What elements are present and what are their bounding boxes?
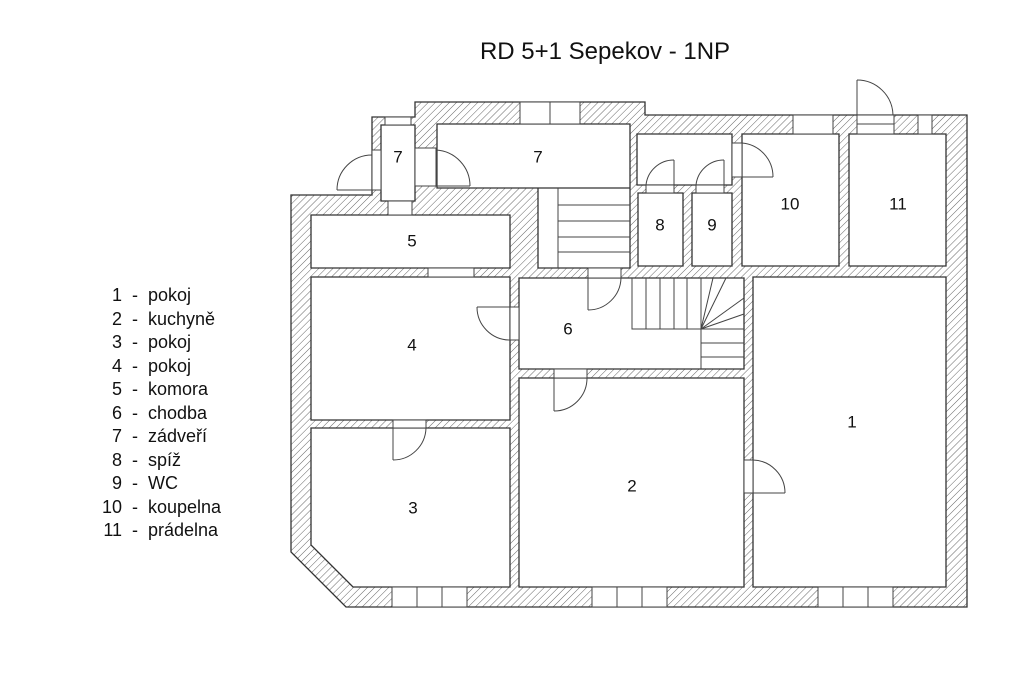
- room-label-5: 5: [407, 231, 416, 250]
- legend-number: 10: [101, 496, 122, 517]
- legend-number: 2: [111, 308, 122, 329]
- legend-number: 5: [111, 379, 122, 399]
- legend-name: pokoj: [148, 332, 192, 352]
- window: [591, 586, 668, 608]
- legend-separator: -: [132, 332, 138, 352]
- room-label-4: 4: [407, 335, 416, 354]
- legend-item: 8-spíž: [86, 449, 221, 473]
- legend-separator: -: [132, 308, 138, 329]
- legend-name: pokoj: [148, 355, 192, 376]
- legend-item: 9-WC: [86, 472, 221, 496]
- legend-name: zádveří: [148, 426, 208, 446]
- legend-item: 5-komora: [86, 378, 221, 402]
- room-label-6: 6: [563, 319, 572, 338]
- legend-name: kuchyně: [148, 308, 216, 329]
- room-label-3: 3: [408, 498, 417, 517]
- exterior-walls: [290, 101, 968, 608]
- legend-separator: -: [132, 402, 138, 423]
- door: [553, 368, 588, 412]
- door: [695, 159, 725, 194]
- legend-separator: -: [132, 449, 138, 470]
- legend-item: 11-prádelna: [86, 519, 221, 543]
- staircase-lower: [631, 277, 745, 369]
- door: [743, 459, 786, 494]
- room-label-9: 9: [707, 215, 716, 234]
- legend-name: komora: [148, 379, 209, 399]
- window: [792, 114, 834, 135]
- room-label-7a: 7: [393, 147, 402, 166]
- legend-name: chodba: [148, 402, 208, 423]
- legend-name: WC: [148, 473, 178, 493]
- legend-separator: -: [132, 426, 138, 446]
- opening: [387, 200, 413, 216]
- legend-separator: -: [132, 520, 138, 540]
- legend-item: 7-zádveří: [86, 425, 221, 449]
- legend-name: pokoj: [148, 285, 192, 305]
- room-label-1: 1: [847, 412, 856, 431]
- legend-name: koupelna: [148, 496, 222, 517]
- staircase-upper: [557, 188, 630, 268]
- window: [917, 114, 933, 135]
- legend-number: 9: [111, 473, 122, 493]
- window: [427, 267, 475, 278]
- doors: [336, 79, 895, 494]
- door: [414, 147, 471, 187]
- legend-item: 4-pokoj: [86, 355, 221, 379]
- legend-number: 8: [111, 449, 122, 470]
- legend-item: 1-pokoj: [86, 284, 221, 308]
- legend-separator: -: [132, 496, 138, 517]
- door: [476, 306, 520, 341]
- window: [391, 586, 468, 608]
- door: [731, 142, 774, 178]
- room-label-11: 11: [889, 194, 907, 213]
- door: [587, 267, 622, 311]
- legend-number: 4: [111, 355, 122, 376]
- room-label-8: 8: [655, 215, 664, 234]
- legend-item: 2-kuchyně: [86, 308, 221, 332]
- windows: [384, 101, 933, 608]
- window: [817, 586, 894, 608]
- legend-number: 3: [111, 332, 122, 352]
- window: [384, 116, 412, 126]
- room-label-7b: 7: [533, 147, 542, 166]
- legend-name: spíž: [148, 449, 182, 470]
- room-label-10: 10: [781, 194, 800, 213]
- legend-separator: -: [132, 355, 138, 376]
- legend-separator: -: [132, 473, 138, 493]
- room-label-2: 2: [627, 476, 636, 495]
- room-legend: 1-pokoj 2-kuchyně 3-pokoj 4-pokoj 5-komo…: [86, 284, 221, 543]
- legend-number: 6: [111, 402, 122, 423]
- legend-number: 7: [111, 426, 122, 446]
- door: [856, 79, 895, 135]
- legend-name: prádelna: [148, 520, 219, 540]
- legend-item: 3-pokoj: [86, 331, 221, 355]
- legend-item: 10-koupelna: [86, 496, 221, 520]
- legend-number: 1: [111, 285, 122, 305]
- door: [392, 419, 427, 461]
- legend-separator: -: [132, 285, 138, 305]
- plan-title: RD 5+1 Sepekov - 1NP: [479, 38, 731, 65]
- door: [645, 159, 675, 194]
- door: [336, 149, 382, 191]
- legend-separator: -: [132, 379, 138, 399]
- legend-item: 6-chodba: [86, 402, 221, 426]
- legend-number: 11: [103, 520, 122, 540]
